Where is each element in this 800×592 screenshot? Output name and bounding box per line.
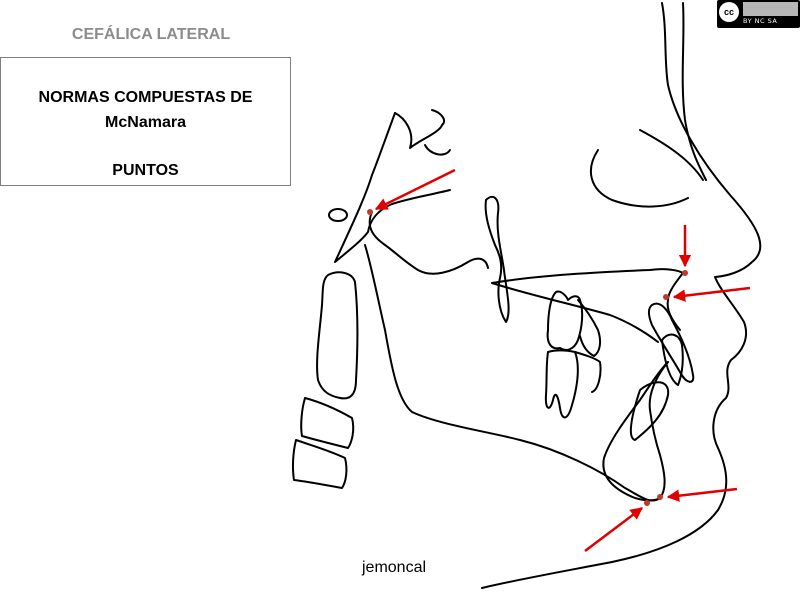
maxilla-lower bbox=[491, 282, 659, 343]
arrow-pogonion bbox=[666, 487, 738, 502]
orbit-floor bbox=[589, 149, 689, 208]
palatal-plane bbox=[491, 268, 684, 284]
title-line-2: McNamara bbox=[105, 114, 186, 131]
arrow-gnathion bbox=[584, 507, 643, 552]
cranial-base bbox=[334, 112, 451, 263]
soft-tissue-profile bbox=[481, 2, 762, 589]
landmarks bbox=[367, 209, 688, 506]
condyle-ramus bbox=[368, 211, 489, 275]
cc-license-badge: cc BY NC SA bbox=[717, 0, 800, 28]
license-band bbox=[743, 2, 798, 16]
landmark-porion bbox=[367, 209, 373, 215]
nasal-bone bbox=[681, 2, 707, 181]
lower-molar-2 bbox=[574, 351, 602, 393]
upper-incisor bbox=[648, 302, 695, 383]
title-line-3: PUNTOS bbox=[112, 162, 179, 179]
symphysis bbox=[629, 381, 670, 441]
cc-icon: cc bbox=[719, 2, 739, 22]
title-box: NORMAS COMPUESTAS DE McNamara PUNTOS bbox=[0, 57, 291, 186]
landmark-nasion bbox=[682, 270, 688, 276]
landmark-a-point bbox=[663, 294, 669, 300]
vertebra-c3 bbox=[300, 397, 355, 449]
lower-molar bbox=[544, 349, 579, 419]
lower-incisor bbox=[661, 333, 684, 386]
vertebra-c4 bbox=[291, 439, 348, 489]
clinoid bbox=[394, 109, 446, 149]
mandible-outline bbox=[364, 244, 669, 502]
license-terms: BY NC SA bbox=[743, 17, 778, 25]
maxilla-anterior bbox=[666, 272, 684, 331]
ear-rod bbox=[328, 208, 348, 222]
sella-turcica bbox=[424, 144, 451, 156]
mandible-inner bbox=[602, 361, 669, 502]
upper-molar-2 bbox=[577, 299, 602, 357]
landmark-pogonion bbox=[657, 494, 663, 500]
orbit bbox=[639, 129, 704, 181]
author-credit: jemoncal bbox=[362, 559, 427, 576]
landmark-gnathion bbox=[644, 500, 650, 506]
pterygomaxillary-fissure bbox=[484, 195, 510, 323]
upper-molar bbox=[546, 290, 584, 351]
arrow-a-point bbox=[672, 286, 751, 302]
subtitle: CEFÁLICA LATERAL bbox=[71, 26, 231, 43]
vertebra-c2 bbox=[316, 271, 359, 400]
title-line-1: NORMAS COMPUESTAS DE bbox=[38, 89, 253, 106]
arrow-porion bbox=[374, 168, 456, 211]
